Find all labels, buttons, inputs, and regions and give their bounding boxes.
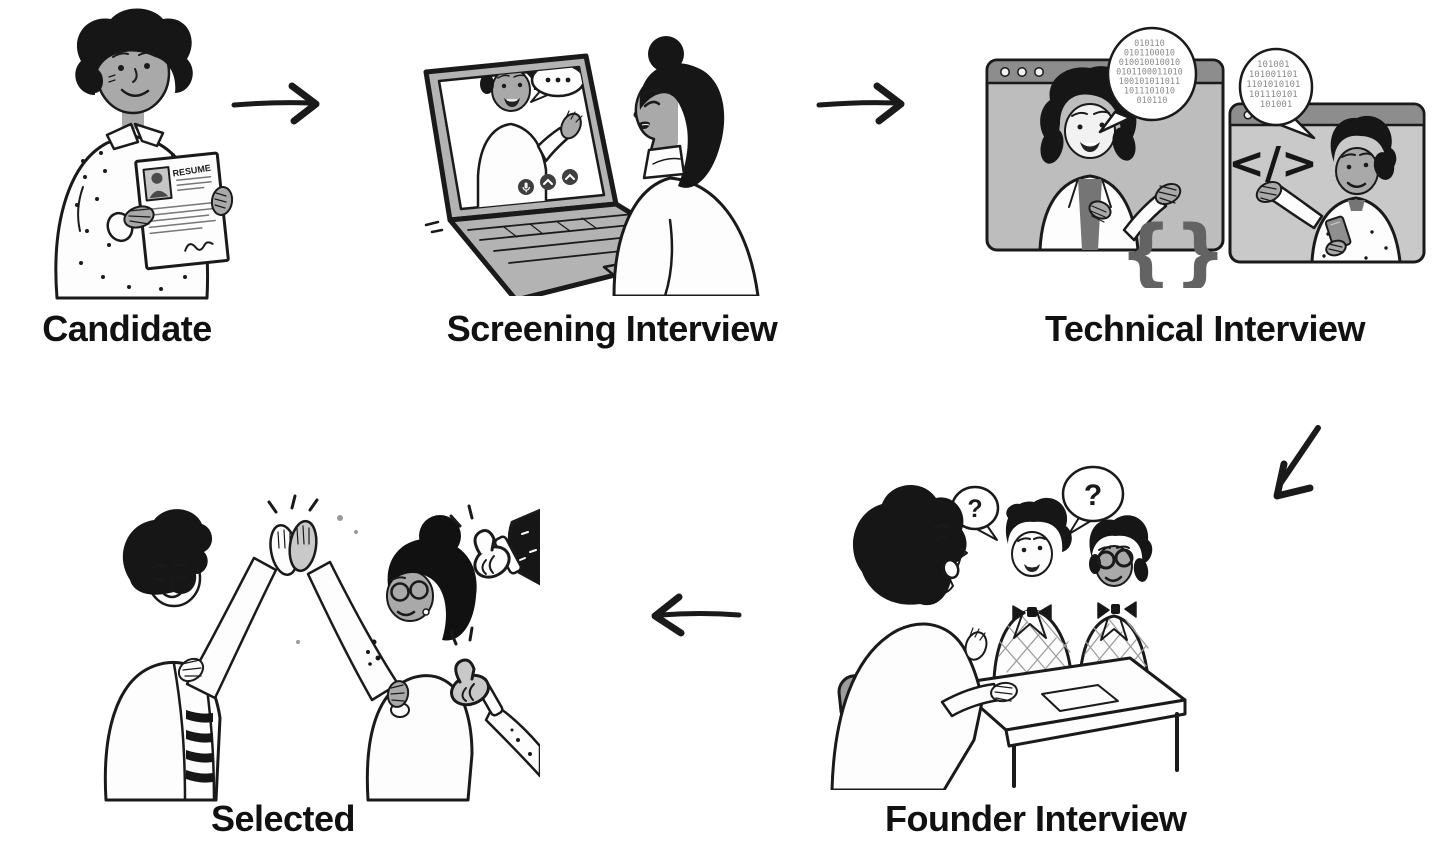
bow-tie-icon	[1012, 604, 1052, 622]
code-icon: </>	[1228, 138, 1318, 189]
candidate-hair	[75, 8, 193, 95]
binary-line: 0101100011010	[1116, 68, 1183, 78]
call-controls	[518, 169, 578, 195]
technical-illustration: </>	[985, 26, 1426, 288]
question-mark: ?	[967, 495, 982, 523]
arrow-left-icon	[651, 593, 742, 637]
question-bubble-right: ?	[1061, 465, 1125, 535]
binary-text-left: 010110 0101100010 010010010010 010110001…	[1116, 39, 1188, 106]
arrow-down-left-icon	[1273, 425, 1321, 500]
binary-line: 1011101010	[1124, 87, 1175, 97]
window-dots-icon	[1000, 67, 1044, 77]
selected-illustration	[103, 494, 540, 802]
arrow-right-icon	[231, 82, 320, 125]
binary-text-right: 101001 101001101 1101010101 101110101 10…	[1246, 60, 1306, 110]
spark-lines	[449, 504, 474, 528]
binary-line: 010010010010	[1119, 58, 1180, 68]
step-label-selected: Selected	[210, 798, 356, 839]
binary-line: 101001	[1260, 100, 1293, 110]
phone-icon	[1324, 215, 1352, 250]
screening-illustration	[423, 36, 760, 296]
selected-man	[103, 509, 278, 802]
founder-candidate-middle	[992, 497, 1074, 682]
striped-shirt	[186, 710, 213, 783]
selected-woman	[306, 515, 477, 802]
candidate-hands	[123, 186, 234, 229]
chat-bubble-icon	[530, 67, 586, 103]
camera-icon	[540, 174, 556, 190]
binary-bubble-left: 010110 0101100010 010010010010 010110001…	[1098, 26, 1198, 134]
binary-line: 1101010101	[1246, 80, 1300, 90]
browser-window-right: </>	[1228, 102, 1426, 264]
shirt-dots	[75, 139, 197, 291]
binary-line: 0101100010	[1124, 49, 1175, 59]
question-mark: ?	[1084, 479, 1102, 512]
more-icon	[562, 169, 578, 185]
binary-line: 010110	[1134, 39, 1165, 49]
thumbs-up-bottom-icon	[449, 626, 540, 778]
step-label-screening: Screening Interview	[446, 308, 778, 349]
screening-interviewer	[612, 36, 760, 296]
thumbs-up-top-icon	[449, 504, 540, 586]
hair-bun	[648, 36, 684, 72]
glasses-icon	[1092, 548, 1134, 570]
arrow-right-icon	[816, 82, 905, 125]
binary-line: 101110101	[1249, 90, 1298, 100]
binary-bubble-right: 101001 101001101 1101010101 101110101 10…	[1238, 47, 1316, 140]
step-label-candidate: Candidate	[42, 308, 212, 349]
high-five-hands	[267, 494, 319, 576]
resume-document: RESUME	[134, 151, 230, 271]
bow-tie-icon	[1097, 601, 1137, 619]
confetti-specks	[366, 639, 381, 666]
question-bubble-left: ?	[950, 485, 1000, 541]
earring	[422, 608, 430, 616]
resume-signature	[184, 241, 214, 252]
step-label-founder: Founder Interview	[885, 798, 1187, 839]
founder-candidate-right	[1078, 515, 1153, 680]
binary-line: 010110	[1137, 96, 1168, 106]
candidate-illustration: RESUME	[54, 8, 234, 300]
binary-line: 100101011011	[1119, 77, 1180, 87]
founder-illustration: ? ?	[830, 465, 1187, 790]
binary-line: 101001101	[1249, 70, 1298, 80]
binary-line: 101001	[1257, 60, 1290, 70]
desk	[952, 656, 1187, 788]
glasses-icon	[390, 580, 429, 602]
paper-on-desk	[1041, 684, 1119, 712]
braces-icon: {}	[1119, 210, 1228, 288]
step-label-technical: Technical Interview	[1045, 308, 1365, 349]
spark-lines	[267, 494, 319, 514]
spark-lines	[449, 626, 474, 646]
founder-interviewer	[830, 485, 1018, 790]
